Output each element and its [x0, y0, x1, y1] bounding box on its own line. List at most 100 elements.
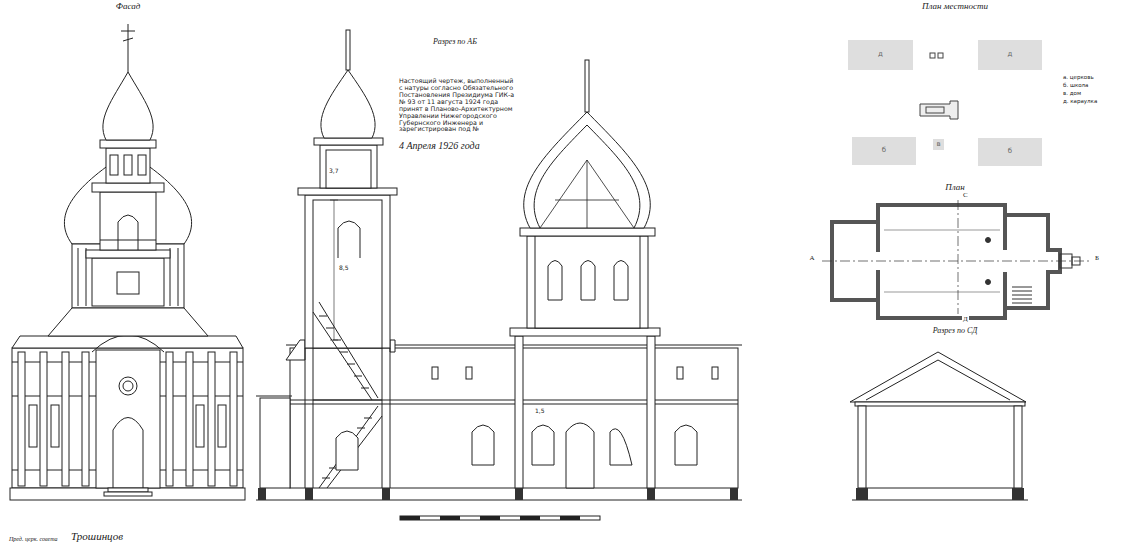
- axis-letter: С: [962, 192, 969, 200]
- floor-plan-drawing-part: [878, 215, 1005, 308]
- section-ab-drawing-part: [336, 431, 358, 470]
- section-ab-drawing-part-part: [560, 516, 580, 520]
- facade-drawing-part: [12, 336, 243, 348]
- facade-drawing-part: [186, 352, 193, 486]
- section-ab-drawing-part: [330, 200, 338, 201]
- facade-drawing-part: [119, 377, 137, 395]
- section-ab-drawing-part: [510, 328, 660, 336]
- facade-drawing-part: [208, 352, 215, 486]
- section-ab-drawing-part: [540, 160, 634, 228]
- section-ab-drawing-part: [313, 302, 382, 488]
- facade-drawing-part: [196, 405, 204, 447]
- facade-drawing-part: [78, 248, 79, 306]
- facade-drawing-part: [86, 250, 170, 258]
- section-ab-drawing-part: [610, 429, 632, 465]
- view-title: План местности: [921, 2, 989, 12]
- section-ab-drawing: [256, 30, 742, 520]
- floor-plan-drawing-part: [884, 292, 1000, 293]
- site-building: д: [978, 40, 1042, 70]
- facade-drawing-part: [92, 183, 164, 192]
- facade-drawing-part: [106, 148, 150, 183]
- section-ab-drawing-part-part: [647, 488, 655, 500]
- section-ab-drawing-part: [432, 367, 438, 379]
- site-plan-drawing-part: [930, 53, 935, 58]
- facade-drawing-part: [82, 352, 89, 486]
- section-ab-drawing-part: [286, 340, 305, 360]
- section-ab-drawing-part: [548, 261, 562, 301]
- section-ab-drawing-part: [520, 228, 655, 236]
- facade-drawing-part: [123, 381, 133, 391]
- facade-drawing-part: [178, 248, 179, 306]
- section-ab-drawing-part: [675, 425, 697, 465]
- facade-drawing-part: [10, 488, 245, 500]
- section-ab-drawing-part: [647, 336, 655, 488]
- facade-drawing-part: [121, 31, 135, 32]
- building-letter: б: [1008, 148, 1012, 156]
- facade-drawing-part: [18, 352, 25, 486]
- facade-drawing-part: [118, 215, 138, 250]
- section-cd-drawing-part: [866, 360, 1010, 400]
- facade-drawing-part: [110, 155, 118, 175]
- axis-letter: А: [808, 255, 815, 263]
- section-ab-drawing-part: [390, 340, 395, 352]
- section-ab-drawing-part-part: [440, 516, 460, 520]
- facade-drawing-part: [92, 258, 164, 306]
- section-ab-drawing-part: [466, 367, 472, 379]
- registration-note: Настоящий чертеж, выполненный с натуры с…: [398, 78, 518, 133]
- view-title: Разрез по АБ: [432, 38, 478, 47]
- section-cd-drawing-part-part: [856, 488, 868, 500]
- axis-letter: Д: [962, 316, 969, 324]
- section-ab-drawing-part: [524, 112, 651, 228]
- floor-plan-drawing-part: [986, 280, 991, 285]
- facade-drawing-part: [103, 72, 153, 140]
- registration-date: 4 Апреля 1926 года: [398, 140, 481, 151]
- section-ab-drawing-part: [313, 200, 382, 348]
- floor-plan-drawing-part: [884, 230, 1000, 231]
- site-building: в: [933, 139, 944, 150]
- section-ab-drawing-part: [346, 30, 350, 70]
- site-building: д: [848, 40, 913, 70]
- legend-item: в. дом: [1062, 90, 1082, 96]
- facade-drawing-part: [108, 488, 148, 492]
- section-ab-drawing-part: [298, 188, 397, 195]
- legend-item: д. караулка: [1062, 98, 1098, 104]
- facade-drawing-part: [100, 192, 156, 250]
- dimension: 3,7: [328, 168, 340, 175]
- section-ab-drawing-part: [585, 60, 589, 112]
- section-ab-drawing-part: [260, 398, 290, 488]
- section-ab-drawing-part: [677, 367, 683, 379]
- floor-plan-drawing-part: [986, 238, 991, 243]
- facade-drawing-part: [29, 405, 37, 447]
- facade-drawing-part: [124, 155, 132, 175]
- facade-drawing-part: [72, 244, 184, 308]
- section-ab-drawing-part: [382, 348, 383, 488]
- section-ab-drawing-part-part: [400, 516, 420, 520]
- facade-drawing-part: [104, 492, 152, 496]
- section-ab-drawing-part: [313, 348, 314, 488]
- section-ab-drawing-part-part: [305, 488, 313, 500]
- section-ab-drawing-part: [581, 261, 595, 301]
- facade-drawing-part: [117, 272, 139, 294]
- facade-drawing-part: [92, 335, 164, 352]
- facade-drawing-part: [40, 352, 47, 486]
- section-ab-drawing-part-part: [520, 516, 540, 520]
- section-ab-drawing-part: [515, 336, 523, 488]
- building-letter: б: [882, 147, 886, 155]
- section-ab-drawing-part: [290, 404, 738, 405]
- dimension: 1,5: [534, 408, 546, 415]
- section-ab-drawing-part: [400, 516, 600, 520]
- section-ab-drawing-part: [305, 348, 306, 488]
- site-building: б: [852, 137, 916, 165]
- section-ab-drawing-part: [614, 261, 628, 301]
- section-ab-drawing-part: [305, 195, 390, 348]
- facade-drawing-part: [12, 348, 243, 488]
- section-ab-drawing-part: [256, 396, 292, 397]
- floor-plan-drawing-part: [832, 205, 1060, 318]
- dimension: 8,5: [338, 265, 350, 272]
- legend-item: б. школа: [1062, 82, 1090, 88]
- signature: Трошинцов: [70, 530, 124, 542]
- section-ab-drawing-part: [256, 500, 742, 501]
- section-ab-drawing-part: [313, 400, 382, 401]
